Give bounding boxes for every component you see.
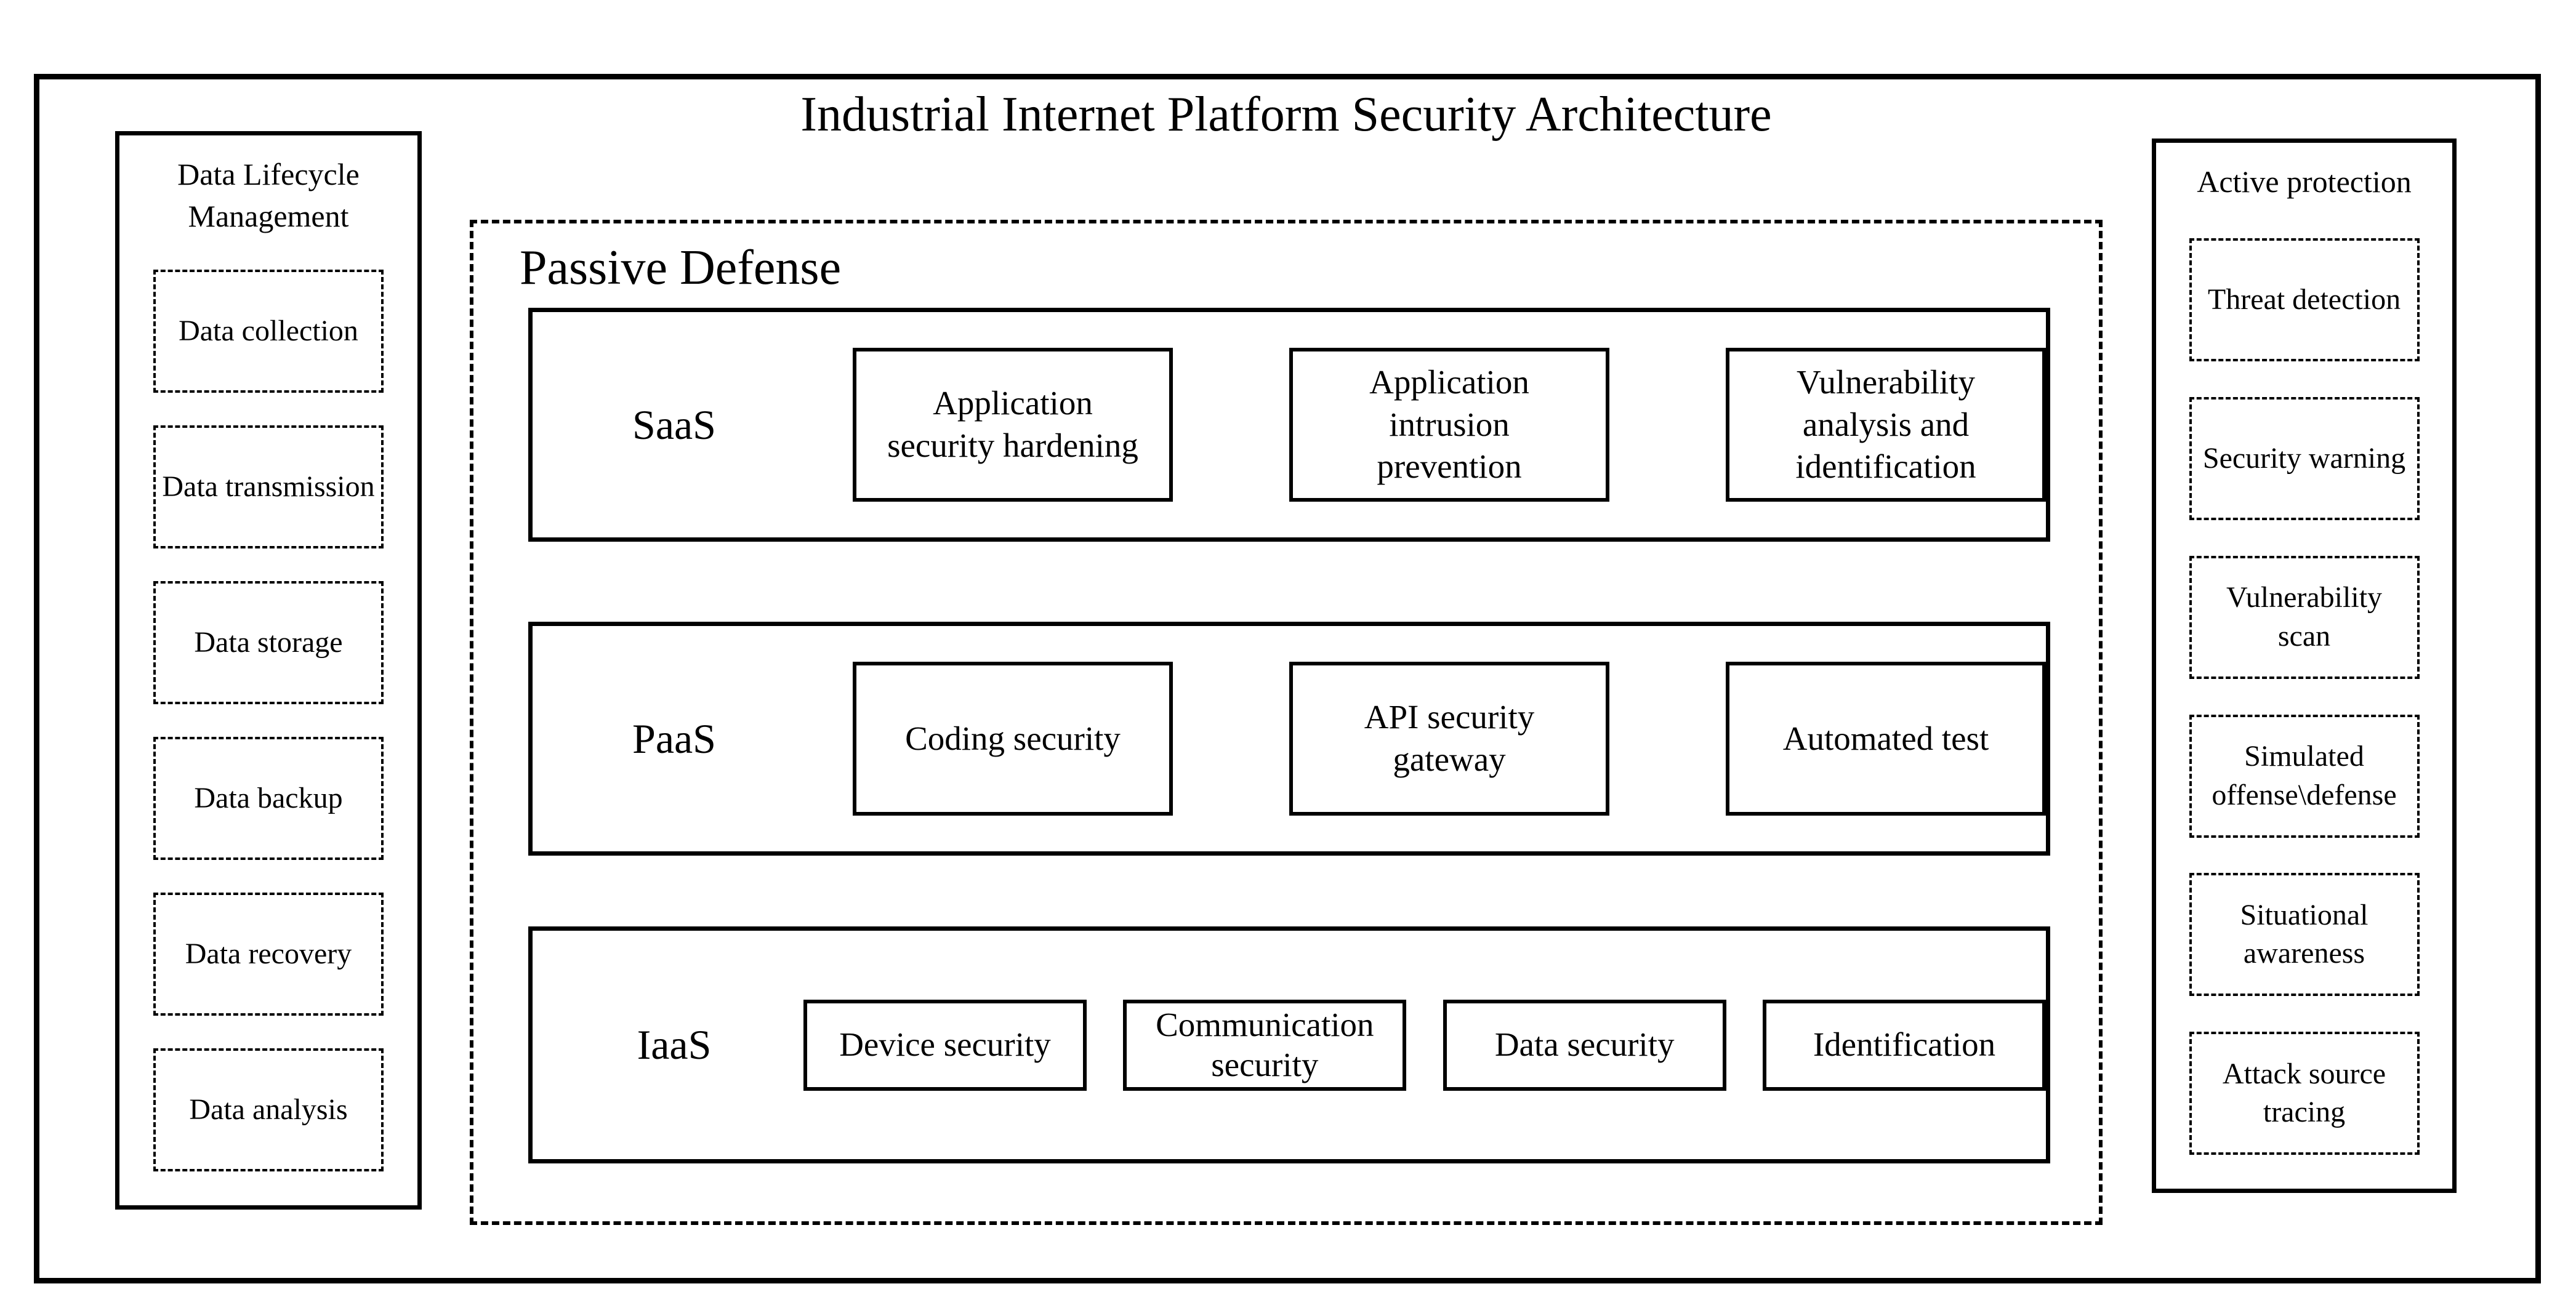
left-panel: Data Lifecycle Management Data collectio… — [115, 131, 422, 1210]
left-panel-item-data-storage: Data storage — [153, 581, 384, 704]
diagram-title: Industrial Internet Platform Security Ar… — [800, 87, 1772, 142]
right-panel-item-simulated-offense-defense: Simulated offense\defense — [2189, 714, 2420, 838]
left-panel-item-data-analysis: Data analysis — [153, 1048, 384, 1171]
saas-row: SaaS Application security hardening Appl… — [528, 308, 2050, 542]
left-panel-title: Data Lifecycle Management — [177, 157, 360, 233]
right-panel: Active protection Threat detection Secur… — [2152, 139, 2457, 1193]
iaas-label: IaaS — [637, 1021, 712, 1068]
passive-defense-label: Passive Defense — [520, 241, 842, 295]
right-panel-item-vulnerability-scan: Vulnerability scan — [2189, 555, 2420, 679]
iaas-boxes: Device security Communication security D… — [803, 999, 2046, 1091]
paas-item-api-security-gateway: API security gateway — [1289, 662, 1609, 816]
left-panel-item-data-transmission: Data transmission — [153, 425, 384, 548]
paas-label: PaaS — [632, 715, 716, 762]
iaas-item-communication-security: Communication security — [1123, 999, 1407, 1091]
right-panel-item-attack-source-tracing: Attack source tracing — [2189, 1032, 2420, 1155]
paas-boxes: Coding security API security gateway Aut… — [853, 662, 2046, 816]
right-panel-item-threat-detection: Threat detection — [2189, 238, 2420, 362]
iaas-item-data-security: Data security — [1443, 999, 1726, 1091]
right-panel-item-security-warning: Security warning — [2189, 397, 2420, 520]
iaas-item-identification: Identification — [1762, 999, 2046, 1091]
saas-item-vulnerability-analysis-identification: Vulnerability analysis and identificatio… — [1726, 348, 2046, 502]
paas-item-automated-test: Automated test — [1726, 662, 2046, 816]
paas-row: PaaS Coding security API security gatewa… — [528, 622, 2050, 856]
saas-boxes: Application security hardening Applicati… — [853, 348, 2046, 502]
saas-item-application-intrusion-prevention: Application intrusion prevention — [1289, 348, 1609, 502]
iaas-row: IaaS Device security Communication secur… — [528, 926, 2050, 1163]
saas-label: SaaS — [632, 401, 716, 448]
right-panel-item-situational-awareness: Situational awareness — [2189, 873, 2420, 997]
left-panel-item-data-collection: Data collection — [153, 270, 384, 393]
left-panel-item-data-recovery: Data recovery — [153, 893, 384, 1016]
right-panel-title: Active protection — [2197, 164, 2412, 199]
paas-item-coding-security: Coding security — [853, 662, 1173, 816]
passive-defense-region: Passive Defense SaaS Application securit… — [470, 220, 2103, 1225]
left-panel-item-data-backup: Data backup — [153, 737, 384, 860]
saas-item-application-security-hardening: Application security hardening — [853, 348, 1173, 502]
iaas-item-device-security: Device security — [803, 999, 1087, 1091]
